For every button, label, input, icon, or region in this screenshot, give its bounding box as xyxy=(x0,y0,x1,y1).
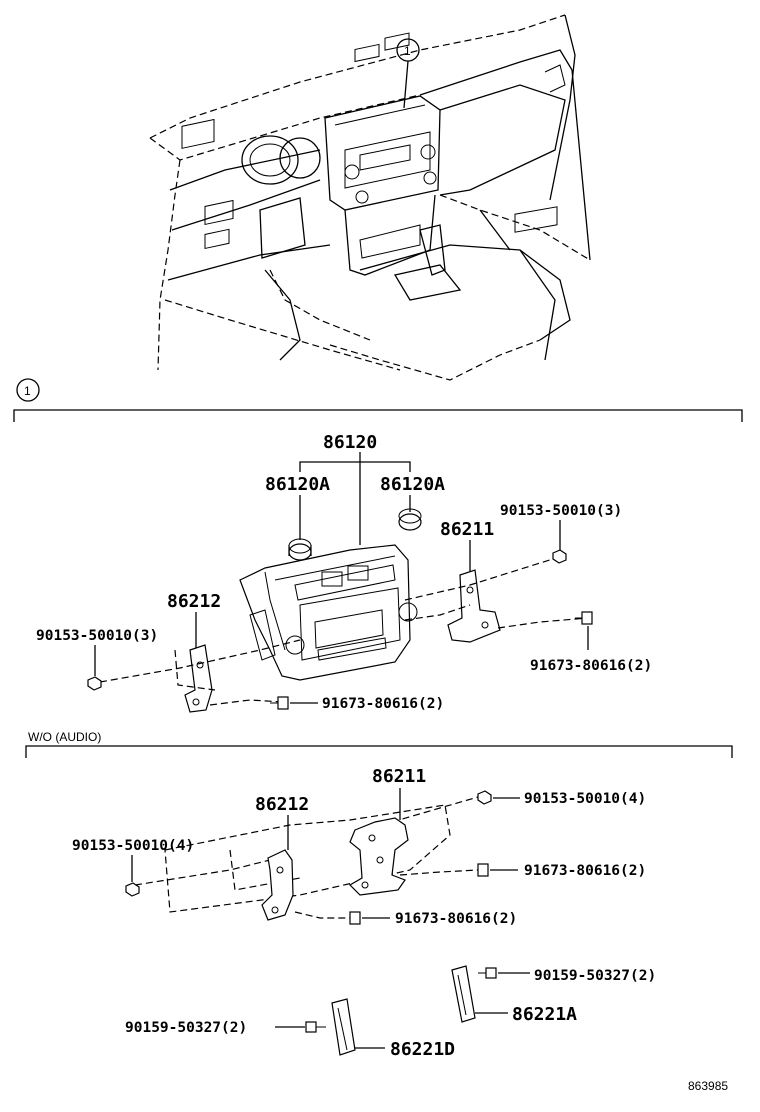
section2-heading: W/O (AUDIO) xyxy=(28,730,101,744)
label2-screw-right: 90153-50010(4) xyxy=(524,791,646,807)
screw-right-part xyxy=(552,549,567,564)
bolt2-right-part xyxy=(477,863,489,877)
label-86120a-left: 86120A xyxy=(265,474,330,495)
bolt-left-part xyxy=(270,696,289,710)
label2-clip-screw-left: 90159-50327(2) xyxy=(125,1020,247,1036)
label2-bolt-left: 91673-80616(2) xyxy=(395,911,517,927)
clip-screw-right-part xyxy=(478,967,497,979)
label2-screw-left: 90153-50010(4) xyxy=(72,838,194,854)
label-screw-right: 90153-50010(3) xyxy=(500,503,622,519)
screw2-right-part xyxy=(477,790,492,805)
section-1: 1 xyxy=(13,378,743,713)
knob-right-part xyxy=(398,508,422,531)
cover-86221a-part xyxy=(451,965,476,1023)
dashboard-overview: 1 xyxy=(149,14,591,381)
bracket2-86211-part xyxy=(349,817,409,896)
label2-86212: 86212 xyxy=(255,794,309,815)
label-bolt-right: 91673-80616(2) xyxy=(530,658,652,674)
bracket-86212-part xyxy=(184,644,213,713)
cover-86221d-part xyxy=(331,998,356,1056)
label2-86211: 86211 xyxy=(372,766,426,787)
bracket2-86212-part xyxy=(261,849,294,921)
label2-86221d: 86221D xyxy=(390,1039,455,1060)
callout-number: 1 xyxy=(404,44,411,58)
label-86212: 86212 xyxy=(167,591,221,612)
section-2: W/O (AUDIO) xyxy=(25,730,733,1060)
screw-left-part xyxy=(87,676,102,691)
figure-id: 863985 xyxy=(688,1079,728,1093)
label-screw-left: 90153-50010(3) xyxy=(36,628,158,644)
bolt2-left-part xyxy=(349,911,361,925)
knob-left-part xyxy=(288,538,312,561)
label-86120: 86120 xyxy=(323,432,377,453)
bolt-right-part xyxy=(575,611,593,625)
label-86120a-right: 86120A xyxy=(380,474,445,495)
center-panel-part xyxy=(239,544,418,681)
label2-86221a: 86221A xyxy=(512,1004,577,1025)
label-86211: 86211 xyxy=(440,519,494,540)
bracket-86211-part xyxy=(447,569,501,643)
label2-bolt-right: 91673-80616(2) xyxy=(524,863,646,879)
section1-callout: 1 xyxy=(24,384,31,398)
screw2-left-part xyxy=(125,882,140,897)
label-bolt-left: 91673-80616(2) xyxy=(322,696,444,712)
label2-clip-screw-right: 90159-50327(2) xyxy=(534,968,656,984)
clip-screw-left-part xyxy=(305,1021,326,1033)
